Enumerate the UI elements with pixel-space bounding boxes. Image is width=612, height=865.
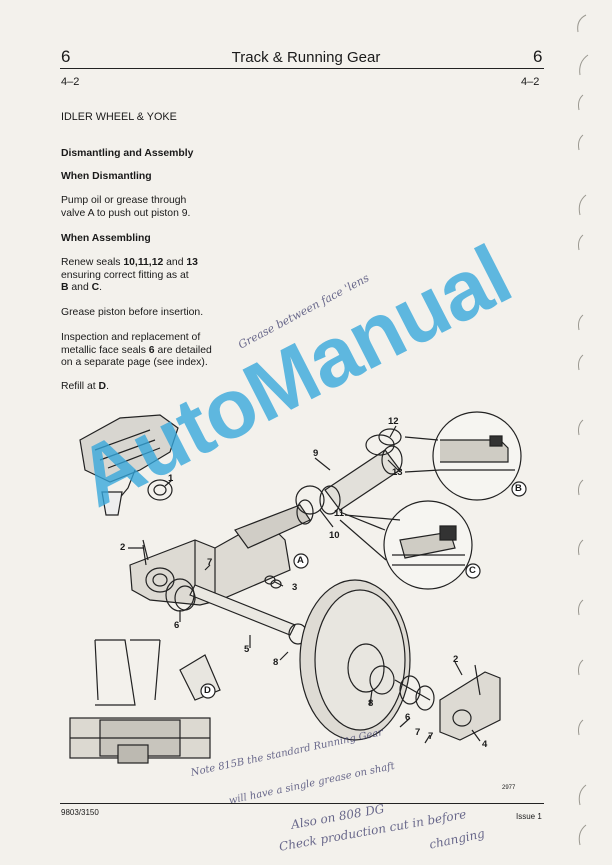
callout-d: D	[204, 685, 211, 696]
text-line: Renew seals 10,11,12 and 13	[61, 257, 261, 270]
callout-2: 2	[120, 542, 126, 553]
subsection-left: 4–2	[61, 76, 80, 88]
callout-b: B	[515, 483, 522, 494]
detail-b-circle	[404, 411, 522, 501]
text-span: B	[61, 282, 69, 294]
section-number-left: 6	[61, 47, 71, 66]
section-heading: IDLER WHEEL & YOKE	[61, 111, 177, 123]
pin-icon	[142, 539, 149, 561]
callout-4: 4	[482, 739, 488, 750]
text-span: .	[106, 381, 109, 392]
idler-wheel-illustration	[299, 579, 435, 741]
cross-section-illustration	[69, 639, 221, 764]
text-span: .	[99, 282, 103, 294]
bolt-icon	[270, 579, 282, 589]
text-span: D	[98, 381, 107, 392]
callout-d-circle	[200, 683, 216, 699]
callout-9: 9	[313, 448, 319, 459]
text-line: metallic face seals 6 are detailed	[61, 345, 261, 358]
section-number-right: 6	[533, 47, 543, 66]
text-span: C	[91, 282, 100, 294]
cylinder-illustration	[234, 428, 403, 549]
text-span: 13	[186, 257, 198, 268]
grease-gun-illustration	[79, 414, 179, 516]
grease-paragraph: Grease piston before insertion.	[61, 307, 204, 318]
text-span: 6	[148, 344, 155, 356]
subsection-right: 4–2	[521, 76, 540, 88]
callout-13: 13	[392, 467, 403, 478]
callout-7: 7	[207, 557, 213, 568]
callout-3: 3	[292, 582, 298, 593]
right-bracket-illustration	[439, 664, 501, 741]
callout-a: A	[297, 555, 304, 566]
binder-edge-marks	[577, 14, 589, 846]
text-line: ensuring correct fitting as at	[61, 269, 189, 281]
inspection-paragraph: Inspection and replacement of metallic f…	[61, 332, 261, 370]
text-line: Inspection and replacement of	[61, 332, 201, 343]
text-span: Renew seals	[61, 257, 124, 268]
callout-a-circle	[293, 553, 309, 569]
subheading-dismantling-assembly: Dismantling and Assembly	[61, 148, 194, 159]
text-span: metallic face seals	[61, 344, 149, 356]
callout-8: 8	[273, 657, 279, 668]
callout-11: 11	[334, 508, 345, 519]
callout-2b: 2	[453, 654, 459, 665]
figure-number: 2977	[502, 785, 516, 791]
footer-right: Issue 1	[516, 812, 542, 821]
text-line: B and C.	[61, 282, 261, 295]
text-span: are detailed	[154, 344, 212, 356]
refill-paragraph: Refill at D.	[61, 381, 261, 394]
renew-paragraph: Renew seals 10,11,12 and 13 ensuring cor…	[61, 257, 261, 295]
text-span: 10,11,12	[123, 257, 164, 268]
text-line: valve A to push out piston 9.	[61, 207, 191, 219]
callout-5: 5	[244, 644, 250, 655]
text-line: Pump oil or grease through	[61, 195, 187, 206]
callout-c-circle	[465, 563, 481, 579]
text-span: and	[68, 282, 92, 294]
text-span: and	[163, 257, 187, 268]
callout-7b: 7	[415, 727, 421, 738]
header-rule	[60, 68, 544, 70]
callout-7c: 7	[428, 731, 434, 742]
footer-rule	[60, 803, 544, 804]
callout-6b: 6	[405, 712, 411, 723]
dismantling-paragraph: Pump oil or grease through valve A to pu…	[61, 195, 261, 220]
footer-left: 9803/3150	[61, 808, 99, 817]
subheading-when-assembling: When Assembling	[61, 233, 151, 244]
page-title: Track & Running Gear	[231, 49, 381, 66]
callout-b-circle	[511, 481, 527, 497]
callout-10: 10	[329, 530, 340, 541]
detail-c-circle	[339, 500, 473, 590]
callout-1: 1	[168, 473, 174, 484]
callout-12: 12	[388, 416, 399, 427]
callout-8b: 8	[368, 698, 374, 709]
callout-c: C	[469, 565, 476, 576]
text-line: on a separate page (see index).	[61, 357, 208, 369]
text-span: Refill at	[61, 381, 99, 392]
subheading-when-dismantling: When Dismantling	[61, 171, 152, 182]
callout-6: 6	[174, 620, 180, 631]
